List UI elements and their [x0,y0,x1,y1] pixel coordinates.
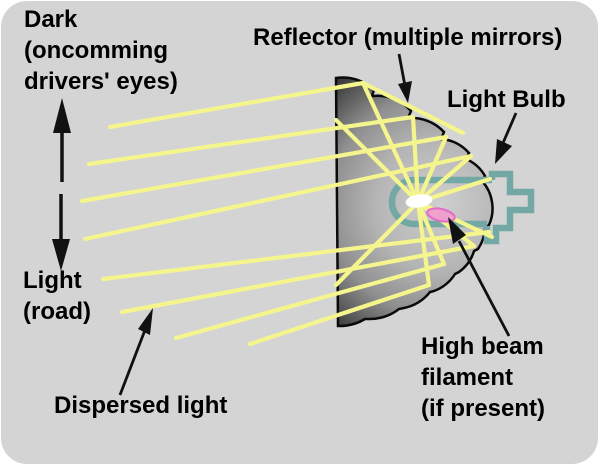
light-ray [415,134,449,205]
light-road-label-line2: (road) [23,298,91,325]
light-ray [86,114,416,167]
arrow-down-light-icon [52,194,70,271]
dark-label-line2: (oncomming [24,37,168,64]
light-bulb-label: Light Bulb [447,86,566,113]
low-beam-filament [405,194,433,208]
light-ray [415,199,447,267]
light-ray [107,80,366,130]
high-beam-filament [426,207,456,223]
light-ray [415,199,432,288]
annotation-arrows [52,53,518,396]
dispersed-light-label: Dispersed light [54,392,228,419]
light-ray [410,114,421,205]
dark-label: Dark (oncomming drivers' eyes) [24,4,178,97]
output-rays [79,80,492,347]
reflector-pointer-arrow-icon [397,53,412,103]
light-ray [360,80,466,136]
light-ray [79,134,449,204]
facet-rays [360,80,466,136]
light-ray [415,199,477,249]
light-road-label-line1: Light [23,267,82,294]
high-beam-label-line2: filament [421,364,514,391]
bulb-plug [483,170,535,245]
light-ray [333,117,421,205]
dispersed-light-pointer-arrow-icon [118,308,153,396]
high-beam-label: High beam filament (if present) [421,331,545,424]
dark-label-line1: Dark [24,6,78,33]
arrow-up-dark-icon [53,98,71,182]
dark-label-line3: drivers' eyes) [24,68,178,95]
light-road-label: Light (road) [23,265,91,327]
light-ray [415,153,474,205]
high-beam-label-line3: (if present) [421,395,546,422]
light-ray [333,199,421,288]
light-ray [360,80,421,205]
inner-rays [333,80,495,288]
light-bulb-pointer-arrow-icon [495,112,518,164]
light-ray [173,261,447,341]
high-beam-label-line1: High beam [421,333,544,360]
light-ray [82,153,474,242]
high-beam-pointer-arrow-icon [448,217,511,337]
reflector-label: Reflector (multiple mirrors) [253,24,563,51]
light-ray [247,282,432,347]
light-ray [119,243,477,315]
